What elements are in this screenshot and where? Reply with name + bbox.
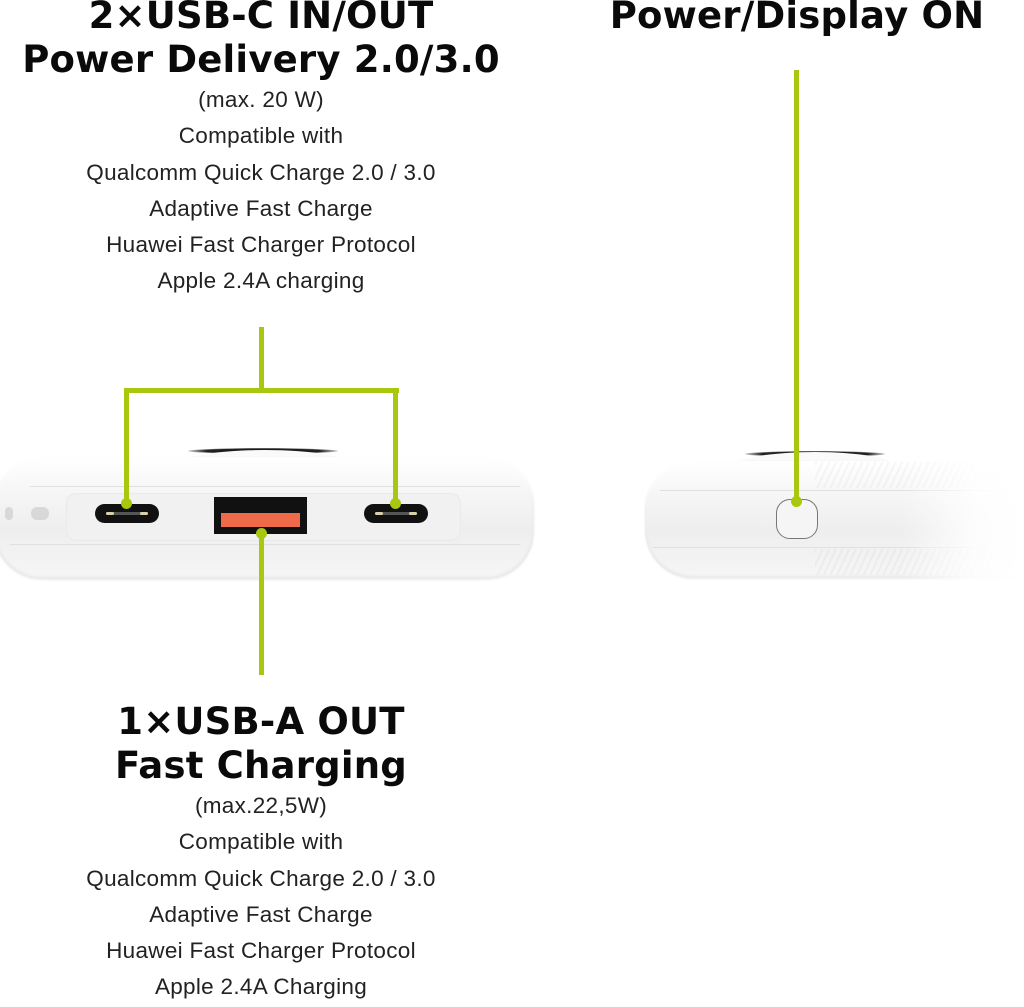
usb-c-compat-line: Huawei Fast Charger Protocol	[106, 232, 416, 258]
usb-c-compat-line: Qualcomm Quick Charge 2.0 / 3.0	[86, 159, 436, 185]
usb-c-compat-line: Adaptive Fast Charge	[149, 195, 373, 221]
usb-a-compat-line: Adaptive Fast Charge	[149, 901, 373, 927]
usb-c-tongue	[375, 512, 417, 515]
usb-a-callout-line	[259, 533, 264, 675]
usb-c-callout-left-drop	[124, 388, 129, 504]
power-display-title: Power/Display ON	[609, 0, 985, 37]
usb-c-max-power: (max. 20 W)	[198, 87, 324, 112]
body-seam-bottom	[652, 547, 1000, 548]
usb-c-title-line-1: 2×USB-C IN/OUT	[88, 0, 434, 37]
usb-c-pin	[140, 512, 148, 515]
usb-a-insert	[221, 513, 300, 527]
usb-c-left-marker	[121, 498, 132, 509]
lanyard-slot	[31, 507, 49, 520]
usb-c-pin	[409, 512, 417, 515]
body-seam-top	[30, 486, 520, 487]
usb-c-callout-trunk	[259, 327, 264, 391]
body-seam-top	[660, 490, 1000, 491]
power-bank-ports-view	[0, 448, 534, 579]
lanyard-slot	[5, 507, 13, 520]
usb-c-pin	[106, 512, 114, 515]
usb-c-right-marker	[390, 498, 401, 509]
power-button-marker	[791, 496, 802, 507]
usb-a-title-line-1: 1×USB-A OUT	[117, 700, 405, 743]
usb-c-compat-line: Apple 2.4A charging	[157, 268, 365, 294]
usb-a-callout: 1×USB-A OUT Fast Charging (max.22,5W) Co…	[20, 700, 502, 1006]
power-display-callout: Power/Display ON	[600, 0, 994, 38]
usb-a-compat-line: Qualcomm Quick Charge 2.0 / 3.0	[86, 865, 436, 891]
usb-c-callout: 2×USB-C IN/OUT Power Delivery 2.0/3.0 (m…	[20, 0, 502, 300]
usb-a-compat-line: Apple 2.4A Charging	[154, 974, 368, 1000]
usb-c-callout-bar	[124, 388, 399, 393]
usb-c-callout-right-drop	[393, 388, 398, 504]
usb-a-max-power: (max.22,5W)	[194, 793, 328, 818]
usb-c-compat-line: Compatible with	[178, 123, 344, 149]
usb-c-port-left	[95, 504, 159, 523]
usb-a-port	[214, 497, 307, 534]
usb-a-marker	[256, 528, 267, 539]
usb-c-title-line-2: Power Delivery 2.0/3.0	[22, 38, 500, 81]
usb-c-pin	[375, 512, 383, 515]
usb-a-title-line-2: Fast Charging	[115, 744, 407, 787]
usb-c-tongue	[106, 512, 148, 515]
body-seam-bottom	[10, 544, 520, 545]
power-callout-line	[794, 70, 799, 502]
usb-c-port-right	[364, 504, 428, 523]
usb-a-compat-line: Compatible with	[178, 829, 344, 855]
usb-a-compat-line: Huawei Fast Charger Protocol	[106, 938, 416, 964]
edge-fade	[900, 440, 1024, 590]
